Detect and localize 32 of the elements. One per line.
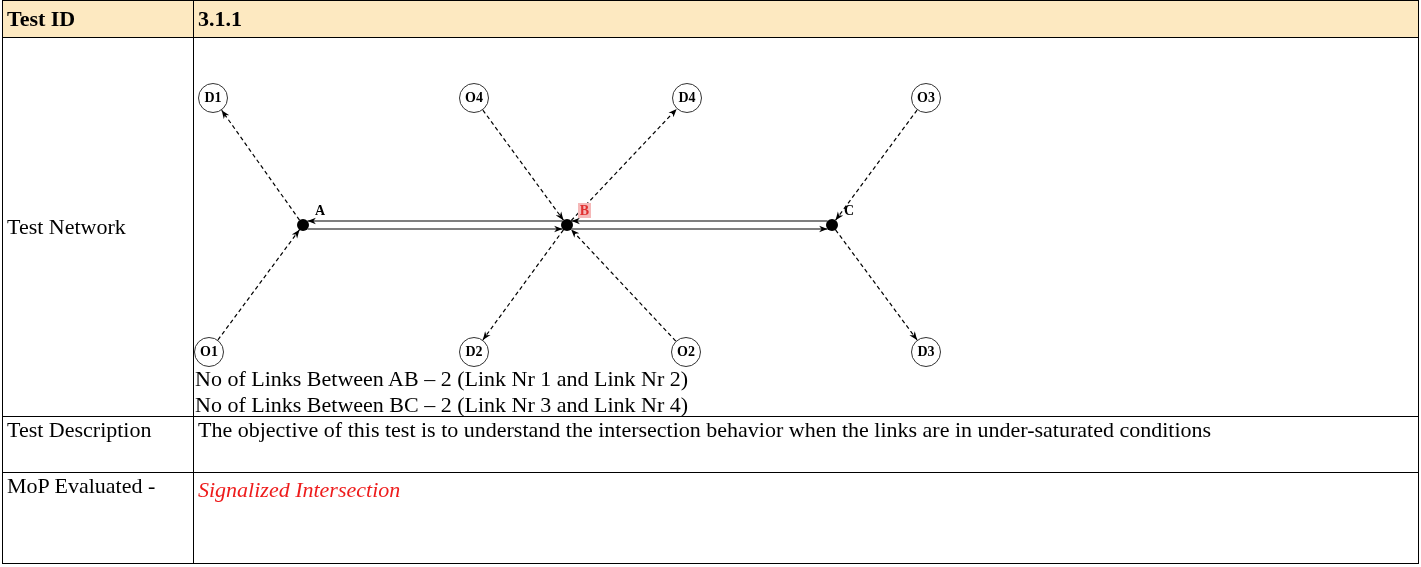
arrow — [834, 229, 918, 341]
row-heading: Test Description — [7, 417, 152, 442]
zone-circle: O2 — [671, 337, 701, 367]
arrow — [306, 225, 564, 233]
arrow — [482, 229, 565, 341]
zone-circle: O4 — [459, 83, 489, 113]
zone-circle: D3 — [911, 337, 941, 367]
emphasis-text: Signalized Intersection — [198, 477, 401, 503]
zone-circle: O1 — [194, 337, 224, 367]
node-label: A — [313, 203, 326, 218]
arrow — [217, 229, 301, 341]
test-id-value: 3.1.1 — [198, 6, 242, 31]
zone-circle: O3 — [911, 83, 941, 113]
arrow — [834, 109, 918, 221]
arrow — [482, 109, 565, 221]
description-text: The objective of this test is to understand the intersection behavior when the links are in under-saturated conditions — [198, 417, 1212, 442]
arrow — [221, 109, 301, 221]
row-heading: Test ID — [7, 6, 76, 31]
arrow — [570, 228, 677, 342]
note-text: No of Links Between BC – 2 (Link Nr 3 and Link Nr 4) — [195, 392, 689, 418]
row-heading: Test Network — [7, 214, 126, 239]
zone-circle: D1 — [198, 83, 228, 113]
arrow — [570, 217, 829, 225]
zone-circle: D2 — [459, 337, 489, 367]
arrow — [570, 225, 829, 233]
note-text: No of Links Between AB – 2 (Link Nr 1 and Link Nr 2) — [195, 366, 689, 392]
row-heading: MoP Evaluated - — [7, 473, 156, 498]
zone-circle: D4 — [672, 83, 702, 113]
node-label: B — [577, 203, 591, 218]
arrow — [306, 217, 564, 225]
node-label: C — [842, 203, 855, 218]
arrow — [570, 108, 678, 222]
